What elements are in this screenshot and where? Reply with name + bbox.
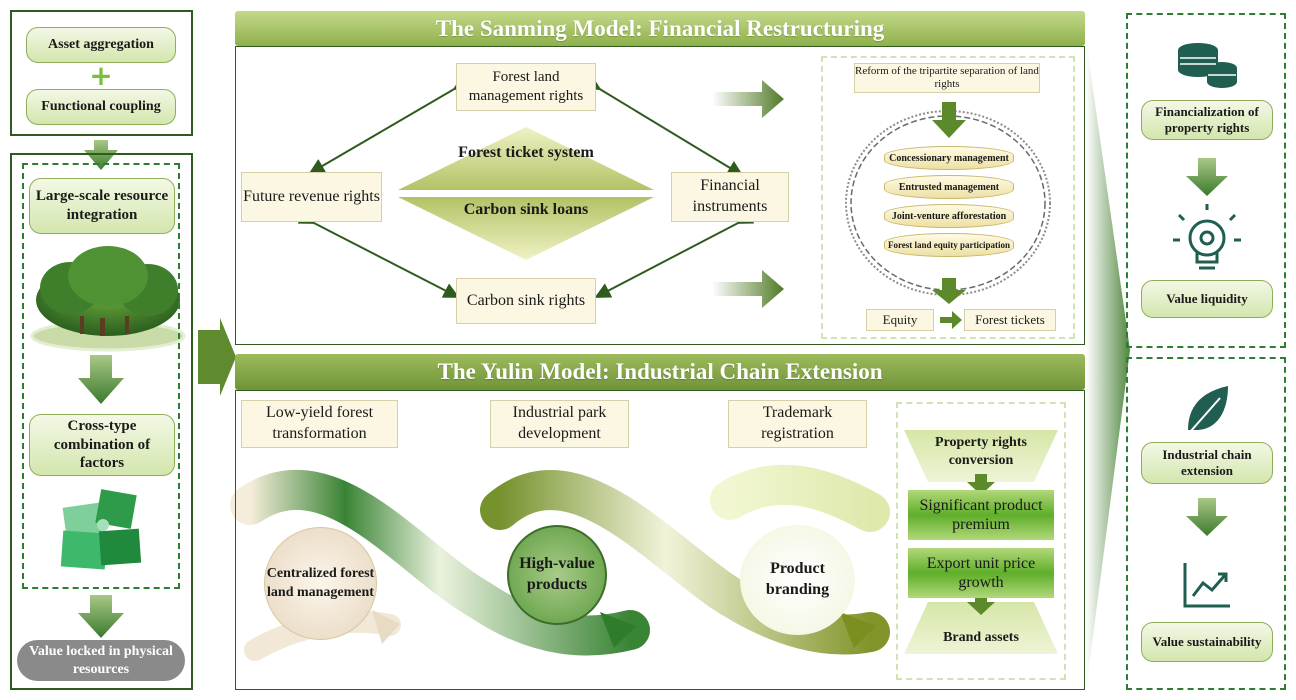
- arrow-flm-to-future: [308, 75, 471, 175]
- trapezoid-top: [904, 430, 1058, 482]
- wave-arrowhead-2: [840, 612, 876, 648]
- arrow-left-to-middle: [198, 318, 236, 396]
- plus-icon: +: [89, 59, 113, 92]
- growth-chart-icon: [1183, 563, 1230, 608]
- yulin-right-dashed-frame: [896, 402, 1066, 680]
- tree-image: [30, 246, 186, 352]
- export-growth-bar: Export unit price growth: [908, 548, 1054, 598]
- layer-equity-participation: Forest land equity participation: [884, 233, 1014, 257]
- big-arrow-right: [1086, 40, 1130, 690]
- large-scale-pill: Large-scale resource integration: [29, 178, 175, 234]
- sanming-title-banner: The Sanming Model: Financial Restructuri…: [235, 11, 1085, 46]
- reform-down-arrow-2: [932, 278, 966, 304]
- value-locked-pill: Value locked in physical resources: [17, 640, 185, 681]
- forest-land-mgmt-box: Forest land management rights: [456, 63, 596, 111]
- future-revenue-box: Future revenue rights: [241, 172, 382, 222]
- right-bottom-dashed-frame: [1126, 357, 1286, 690]
- value-liquidity-pill: Value liquidity: [1141, 280, 1273, 318]
- forest-tickets-box: Forest tickets: [964, 309, 1056, 331]
- high-value-circle: High-value products: [507, 525, 607, 625]
- industrial-park-box: Industrial park development: [490, 400, 629, 448]
- down-arrow-2: [78, 355, 124, 404]
- trapezoid-bottom: [904, 602, 1058, 654]
- layer-entrusted: Entrusted management: [884, 175, 1014, 199]
- carbon-sink-rights-box: Carbon sink rights: [456, 278, 596, 324]
- asset-aggregation-pill: Asset aggregation: [26, 27, 176, 63]
- left-main-frame: [10, 153, 193, 690]
- wave-left: [230, 470, 650, 656]
- low-yield-box: Low-yield forest transformation: [241, 400, 398, 448]
- centralized-circle: Centralized forest land management: [264, 527, 377, 640]
- wave-arrowhead-1: [600, 612, 636, 648]
- reform-box: Reform of the tripartite separation of l…: [854, 63, 1040, 93]
- layer-concessionary: Concessionary management: [884, 146, 1014, 170]
- right-down-arrow-1: [1186, 158, 1228, 196]
- right-down-arrow-2: [1186, 498, 1228, 536]
- left-top-frame: [10, 10, 193, 136]
- lightbulb-gear-icon: [1173, 204, 1241, 270]
- financial-instruments-box: Financial instruments: [671, 172, 789, 222]
- functional-coupling-pill: Functional coupling: [26, 89, 176, 125]
- premium-bar: Significant product premium: [908, 490, 1054, 540]
- yulin-frame: [235, 390, 1085, 690]
- left-dashed-frame: [22, 163, 180, 589]
- trademark-box: Trademark registration: [728, 400, 867, 448]
- arrow-sanming-2: [712, 270, 784, 308]
- equity-box: Equity: [866, 309, 934, 331]
- down-arrow-1: [84, 140, 118, 170]
- triangle-forest-ticket: [398, 127, 654, 190]
- yulin-down-arrow-1: [967, 474, 995, 495]
- triangle-carbon-sink: [398, 197, 654, 260]
- puzzle-image: [60, 489, 142, 570]
- right-top-dashed-frame: [1126, 13, 1286, 348]
- industrial-chain-pill: Industrial chain extension: [1141, 442, 1273, 484]
- forest-ticket-label: Forest ticket system: [458, 144, 594, 161]
- sanming-frame: [235, 46, 1085, 345]
- yulin-title-banner: The Yulin Model: Industrial Chain Extens…: [235, 354, 1085, 390]
- layer-joint-venture: Joint-venture afforestation: [884, 204, 1014, 228]
- reform-dashed-frame: [821, 56, 1075, 339]
- property-conversion-label: Property rights conversion: [935, 435, 1027, 469]
- value-sustainability-pill: Value sustainability: [1141, 622, 1273, 662]
- financialization-pill: Financialization of property rights: [1141, 100, 1273, 140]
- arrow-financial-to-carbon: [594, 209, 755, 298]
- arrow-sanming-1: [712, 80, 784, 118]
- wave-mid: [480, 470, 890, 655]
- product-branding-circle: Product branding: [740, 525, 855, 635]
- arrow-flm-to-financial: [583, 74, 744, 177]
- wave-arrowhead-3: [372, 610, 400, 644]
- leaf-icon: [1188, 386, 1228, 433]
- coins-icon: [1178, 43, 1237, 88]
- wave-right: [710, 464, 890, 532]
- yulin-down-arrow-2: [967, 594, 995, 615]
- down-arrow-3: [78, 595, 124, 638]
- carbon-sink-loans-label: Carbon sink loans: [463, 201, 589, 218]
- reform-down-arrow-1: [932, 102, 966, 138]
- arrow-future-to-carbon: [297, 209, 460, 298]
- equity-arrow: [940, 311, 962, 329]
- brand-assets-label: Brand assets: [943, 630, 1019, 645]
- cross-type-pill: Cross-type combination of factors: [29, 414, 175, 476]
